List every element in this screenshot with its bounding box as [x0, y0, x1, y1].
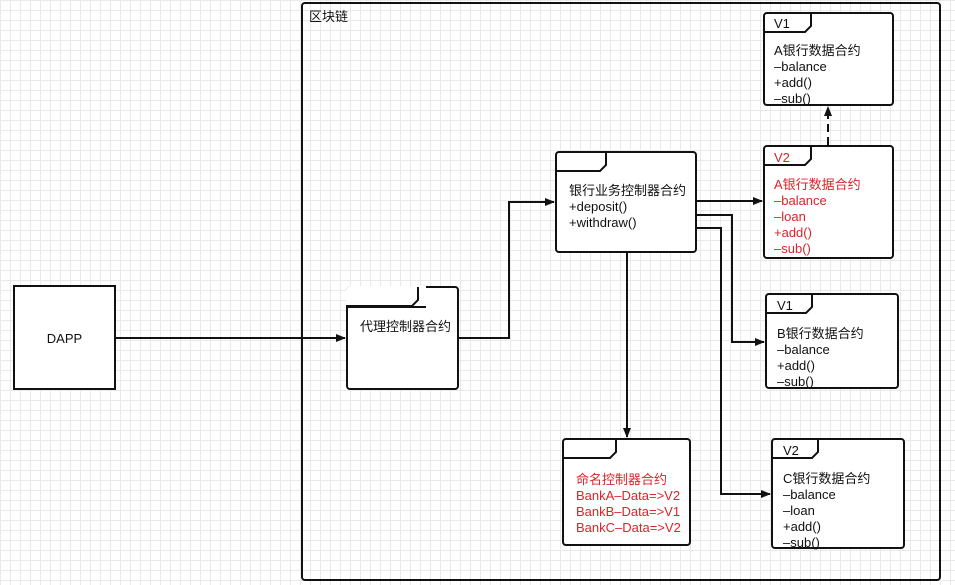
bank-b-v1-member-balance: –balance — [777, 342, 830, 357]
bank-c-v2-title: C银行数据合约 — [783, 471, 871, 486]
business-method-withdraw: +withdraw() — [569, 215, 637, 230]
naming-entry-c: BankC–Data=>V2 — [576, 520, 681, 535]
bank-b-data-contract-v1[interactable]: V1 B银行数据合约 –balance +add() –sub() — [765, 293, 899, 389]
bank-a-v1-tab-fold — [763, 13, 812, 33]
bank-a-v1-version: V1 — [774, 16, 790, 31]
naming-title: 命名控制器合约 — [576, 472, 668, 487]
bank-a-v2-member-loan: –loan — [774, 209, 806, 224]
arrow-business-to-bank-c-v2 — [697, 227, 771, 498]
bank-a-v2-version: V2 — [774, 150, 790, 165]
proxy-title: 代理控制器合约 — [360, 319, 452, 334]
bank-b-v1-member-sub: –sub() — [777, 374, 814, 389]
bank-a-v1-member-balance: –balance — [774, 59, 827, 74]
dapp-box[interactable]: DAPP — [13, 285, 116, 390]
proxy-controller-contract[interactable]: 代理控制器合约 — [346, 286, 459, 390]
bank-business-controller-contract[interactable]: 银行业务控制器合约 +deposit() +withdraw() — [555, 151, 697, 253]
business-tab-fold — [555, 152, 607, 172]
bank-a-v2-member-add: +add() — [774, 225, 812, 240]
bank-a-v1-member-sub: –sub() — [774, 91, 811, 106]
blockchain-frame: 区块链 — [301, 2, 941, 581]
business-method-deposit: +deposit() — [569, 199, 628, 214]
bank-a-v1-title: A银行数据合约 — [774, 43, 861, 58]
bank-a-data-contract-v1[interactable]: V1 A银行数据合约 –balance +add() –sub() — [763, 12, 894, 106]
bank-b-v1-tab-fold — [765, 294, 813, 314]
naming-entry-b: BankB–Data=>V1 — [576, 504, 681, 519]
proxy-tab-fold — [346, 287, 419, 307]
bank-a-v1-member-add: +add() — [774, 75, 812, 90]
bank-c-v2-member-balance: –balance — [783, 487, 836, 502]
tab-folds — [346, 13, 819, 459]
arrow-proxy-to-business — [459, 198, 555, 339]
bank-b-v1-member-add: +add() — [777, 358, 815, 373]
bank-b-v1-version: V1 — [777, 298, 793, 313]
bank-c-v2-member-loan: –loan — [783, 503, 815, 518]
business-title: 银行业务控制器合约 — [569, 183, 687, 198]
arrow-business-to-bank-b-v1 — [697, 214, 765, 346]
dapp-label: DAPP — [46, 331, 83, 346]
bank-c-v2-member-add: +add() — [783, 519, 821, 534]
bank-a-data-contract-v2[interactable]: V2 A银行数据合约 –balance –loan +add() –sub() — [763, 145, 894, 259]
blockchain-frame-title: 区块链 — [309, 9, 349, 24]
bank-a-v2-tab-fold — [763, 146, 812, 166]
bank-c-v2-tab-fold — [771, 439, 819, 459]
naming-entry-a: BankA–Data=>V2 — [576, 488, 681, 503]
bank-a-v2-title: A银行数据合约 — [774, 177, 861, 192]
naming-controller-contract[interactable]: 命名控制器合约 BankA–Data=>V2 BankB–Data=>V1 Ba… — [562, 438, 691, 546]
bank-c-v2-member-sub: –sub() — [783, 535, 820, 550]
naming-tab-fold — [562, 439, 617, 459]
bank-b-v1-title: B银行数据合约 — [777, 326, 864, 341]
bank-c-data-contract-v2[interactable]: V2 C银行数据合约 –balance –loan +add() –sub() — [771, 438, 905, 550]
bank-c-v2-version: V2 — [783, 443, 799, 458]
bank-a-v2-member-sub: –sub() — [774, 241, 811, 256]
bank-a-v2-member-balance: –balance — [774, 193, 827, 208]
